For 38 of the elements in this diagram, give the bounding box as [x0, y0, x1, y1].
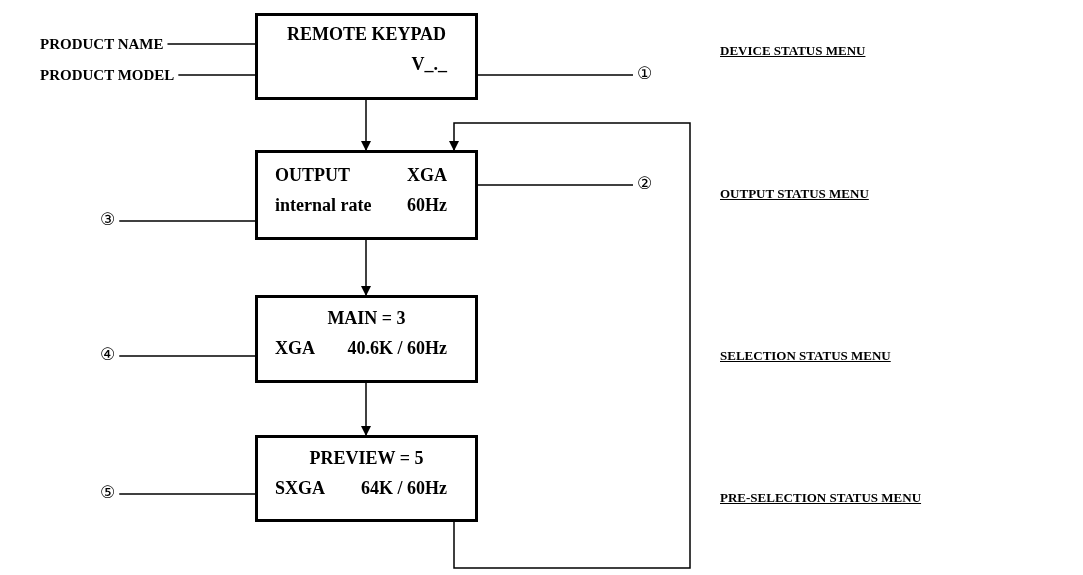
menu-title: SELECTION STATUS MENU — [720, 348, 891, 364]
callout-number: ① — [637, 64, 653, 82]
leader-line — [118, 220, 256, 222]
display-box — [255, 150, 478, 240]
display-text: SXGA — [275, 478, 325, 498]
display-text: OUTPUT — [275, 165, 350, 185]
callout-number: ③ — [100, 210, 116, 228]
leader-line — [477, 74, 634, 76]
callout-number: ④ — [100, 345, 116, 363]
display-text: PREVIEW = 5 — [308, 448, 425, 468]
field-label: PRODUCT NAME — [40, 35, 164, 53]
callout-number: ② — [637, 174, 653, 192]
callout-number: ⑤ — [100, 483, 116, 501]
arrow — [361, 239, 371, 296]
arrow — [361, 99, 371, 151]
display-text: V_._ — [411, 54, 447, 74]
leader-line — [177, 74, 256, 76]
leader-line — [477, 184, 634, 186]
display-text: REMOTE KEYPAD — [285, 24, 448, 44]
display-text: XGA — [407, 165, 447, 185]
display-text: 40.6K / 60Hz — [347, 338, 447, 358]
field-label: PRODUCT MODEL — [40, 66, 175, 84]
leader-line — [166, 43, 256, 45]
display-box — [255, 295, 478, 383]
menu-title: PRE-SELECTION STATUS MENU — [720, 490, 922, 506]
display-text: 60Hz — [407, 195, 447, 215]
display-text: MAIN = 3 — [326, 308, 407, 328]
display-text: XGA — [275, 338, 315, 358]
menu-title: OUTPUT STATUS MENU — [720, 186, 869, 202]
arrow — [449, 122, 691, 569]
display-text: internal rate — [275, 195, 372, 215]
display-box — [255, 435, 478, 522]
display-box — [255, 13, 478, 100]
leader-line — [118, 493, 256, 495]
menu-title: DEVICE STATUS MENU — [720, 43, 866, 59]
arrow — [361, 382, 371, 436]
display-text: 64K / 60Hz — [361, 478, 447, 498]
leader-line — [118, 355, 256, 357]
